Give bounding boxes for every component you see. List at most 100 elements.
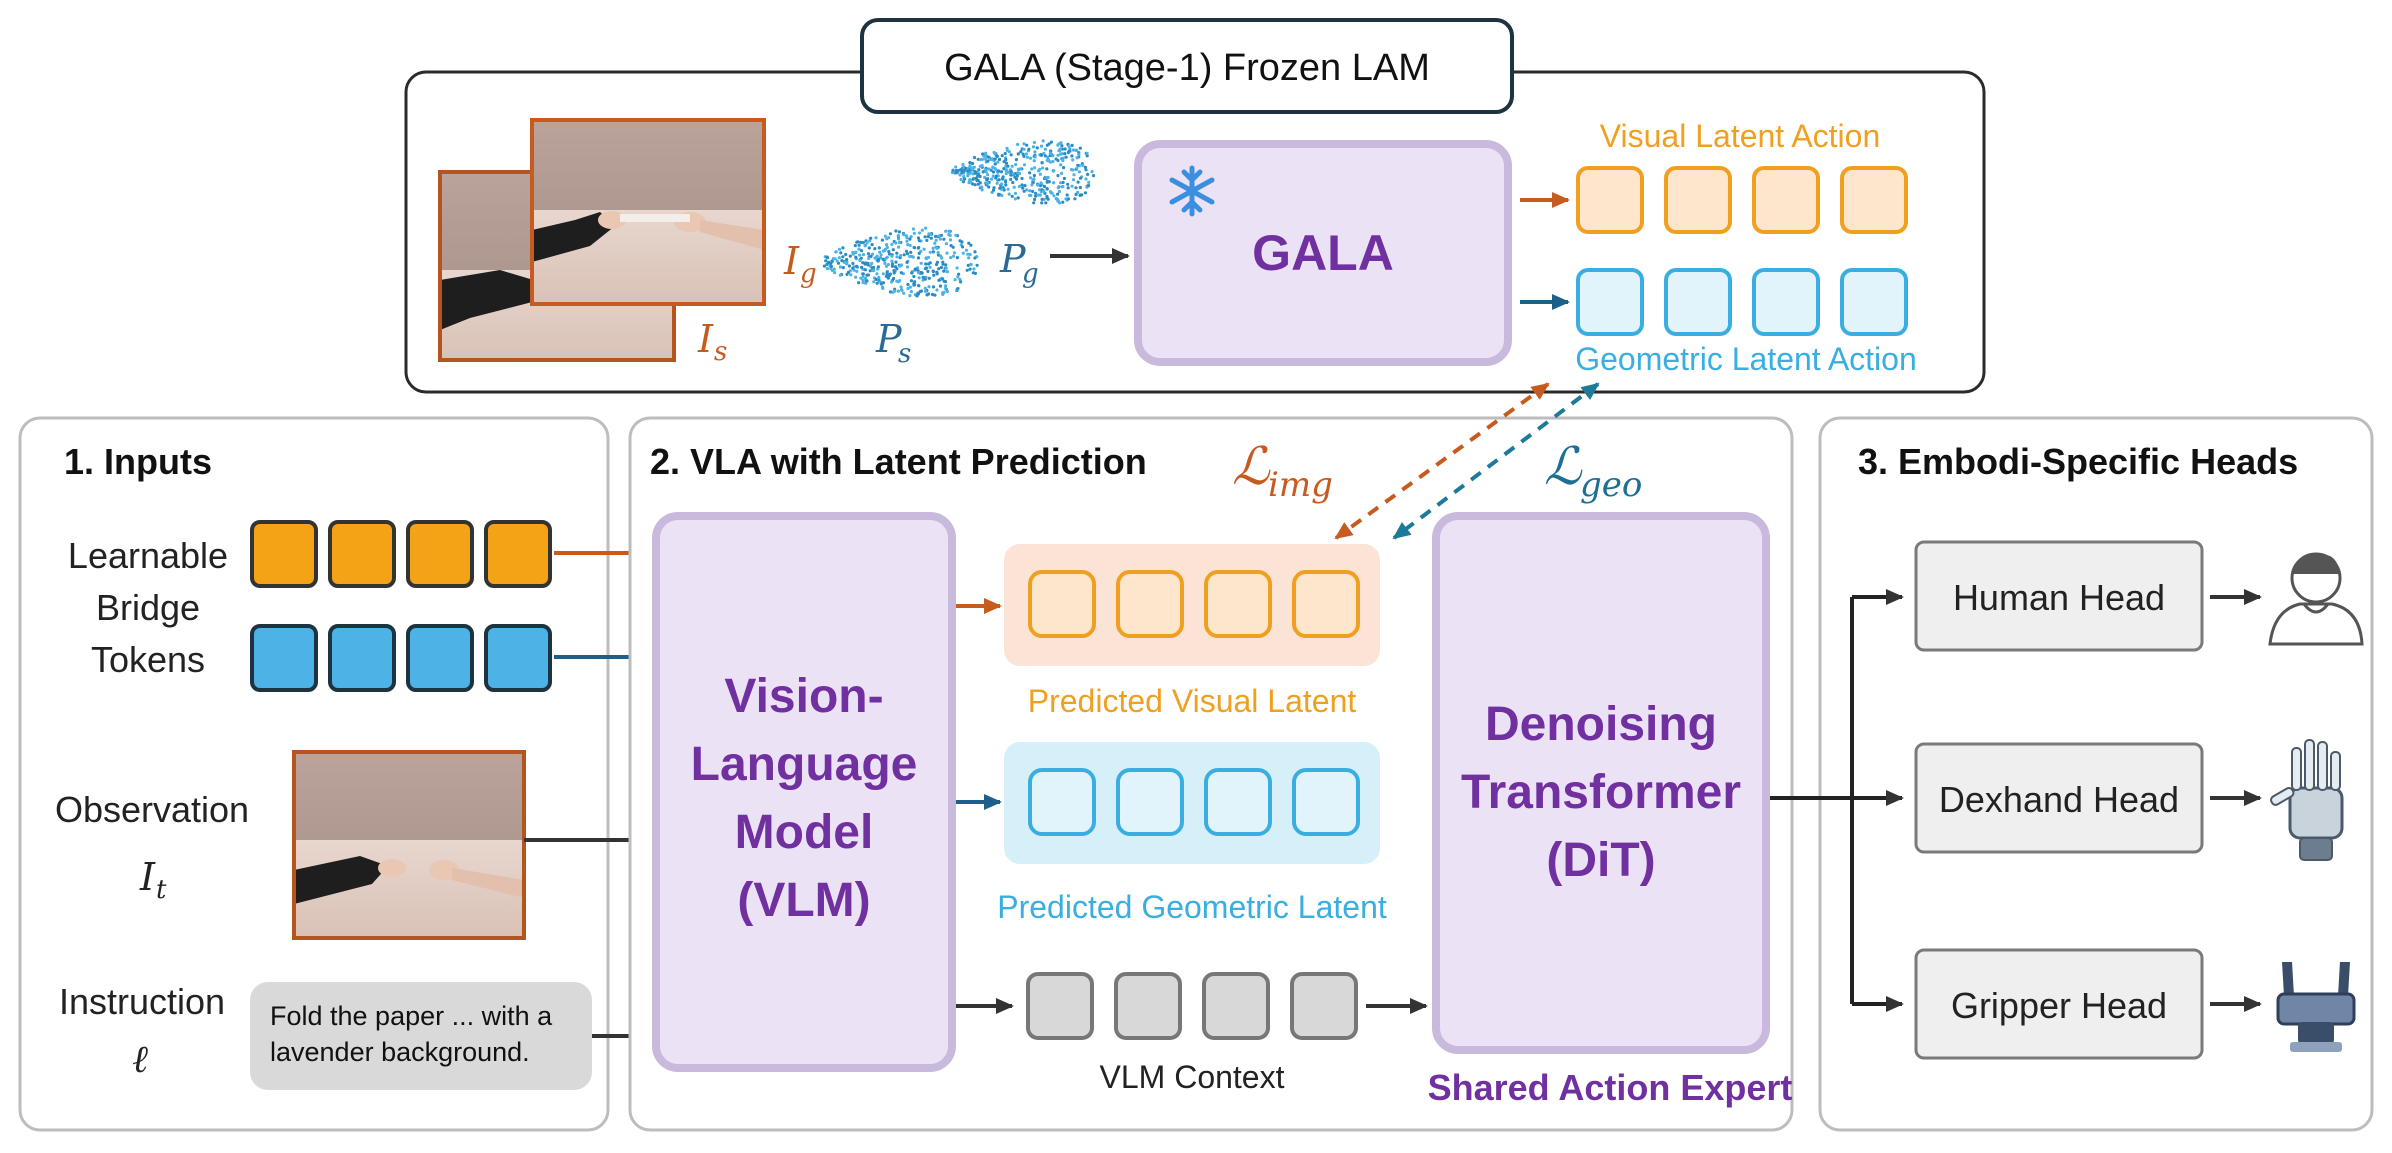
source-point <box>875 281 879 285</box>
goal-point <box>1042 184 1047 189</box>
goal-point <box>991 188 996 192</box>
goal-point <box>954 168 959 173</box>
source-point <box>900 288 904 292</box>
goal-point <box>1086 172 1090 176</box>
gripper-icon <box>2276 962 2356 1052</box>
source-point <box>860 265 864 269</box>
source-point <box>945 251 949 255</box>
goal-point <box>1068 149 1072 153</box>
source-point <box>947 233 951 237</box>
goal-point <box>1001 175 1005 179</box>
source-point <box>863 262 867 266</box>
goal-point <box>1049 140 1053 144</box>
goal-point <box>988 157 992 161</box>
goal-point <box>1060 152 1064 156</box>
source-point <box>902 233 906 237</box>
source-point <box>905 236 909 240</box>
goal-point <box>1086 184 1090 188</box>
goal-point <box>1028 171 1032 175</box>
goal-point <box>1049 149 1053 153</box>
p-g-label: P g <box>999 237 1039 289</box>
goal-point <box>1069 168 1073 172</box>
geometric-latent-token <box>1576 268 1644 336</box>
source-point <box>955 266 959 270</box>
source-point <box>924 289 928 293</box>
source-point <box>929 232 933 236</box>
source-point <box>849 273 853 277</box>
source-point <box>887 252 892 256</box>
source-point <box>912 246 917 250</box>
source-point <box>916 292 921 296</box>
source-point <box>892 271 896 275</box>
instruction-label: Instruction <box>59 981 225 1022</box>
source-point <box>885 243 889 247</box>
goal-point <box>1000 154 1004 158</box>
goal-point <box>1033 197 1037 202</box>
goal-point <box>994 174 999 178</box>
source-point <box>843 260 847 265</box>
source-point <box>938 237 943 241</box>
goal-point <box>992 150 996 155</box>
source-point <box>924 226 928 230</box>
goal-point <box>973 171 978 175</box>
source-point <box>966 252 970 256</box>
goal-point <box>995 181 999 185</box>
source-point <box>908 294 912 298</box>
goal-point <box>1065 193 1069 197</box>
source-point <box>833 271 837 275</box>
source-point <box>866 261 870 265</box>
goal-point <box>1013 197 1018 201</box>
svg-text:g: g <box>800 259 817 289</box>
source-point <box>874 277 878 281</box>
bridge-orange-tokens <box>250 520 552 588</box>
predicted-visual-label: Predicted Visual Latent <box>1028 683 1357 719</box>
source-point <box>890 242 894 246</box>
svg-text:I: I <box>139 855 156 899</box>
source-point <box>926 235 931 239</box>
goal-point <box>1009 170 1013 174</box>
bridge-blue-token <box>484 624 552 692</box>
source-point <box>876 259 880 263</box>
source-point <box>917 231 922 235</box>
source-point <box>944 242 949 246</box>
source-point <box>847 264 852 268</box>
goal-point <box>1045 158 1049 162</box>
source-point <box>897 237 901 241</box>
goal-point <box>1084 168 1088 172</box>
source-point <box>945 270 950 274</box>
source-point <box>822 264 827 268</box>
source-point <box>969 262 973 266</box>
source-point <box>898 264 903 268</box>
goal-point <box>1081 163 1085 167</box>
source-point <box>886 276 891 280</box>
source-point <box>881 257 885 261</box>
source-point <box>857 243 861 247</box>
goal-point <box>1015 174 1019 178</box>
goal-point <box>1028 189 1032 193</box>
source-point <box>861 280 865 285</box>
source-point <box>931 250 936 254</box>
goal-point <box>961 180 966 184</box>
goal-point <box>1051 159 1055 164</box>
goal-point <box>1016 196 1020 200</box>
goal-point <box>1004 168 1008 173</box>
goal-point <box>1043 147 1047 151</box>
source-point <box>846 270 851 274</box>
goal-point <box>1009 153 1013 157</box>
goal-point <box>1022 189 1026 193</box>
vlm-box <box>652 512 956 1072</box>
goal-point <box>1056 186 1060 190</box>
dit-to-heads-connector <box>1770 589 1904 1012</box>
goal-point <box>1000 182 1004 186</box>
goal-point <box>1039 181 1043 185</box>
goal-point <box>1075 156 1079 160</box>
goal-point <box>1004 180 1008 184</box>
goal-point <box>1059 163 1063 167</box>
source-point <box>923 235 927 239</box>
source-point <box>929 236 933 240</box>
source-point <box>855 269 859 273</box>
source-point <box>853 244 857 248</box>
goal-point <box>1003 151 1007 156</box>
instruction-text-box: Fold the paper ... with a lavender backg… <box>250 982 592 1090</box>
goal-point <box>1056 174 1060 178</box>
